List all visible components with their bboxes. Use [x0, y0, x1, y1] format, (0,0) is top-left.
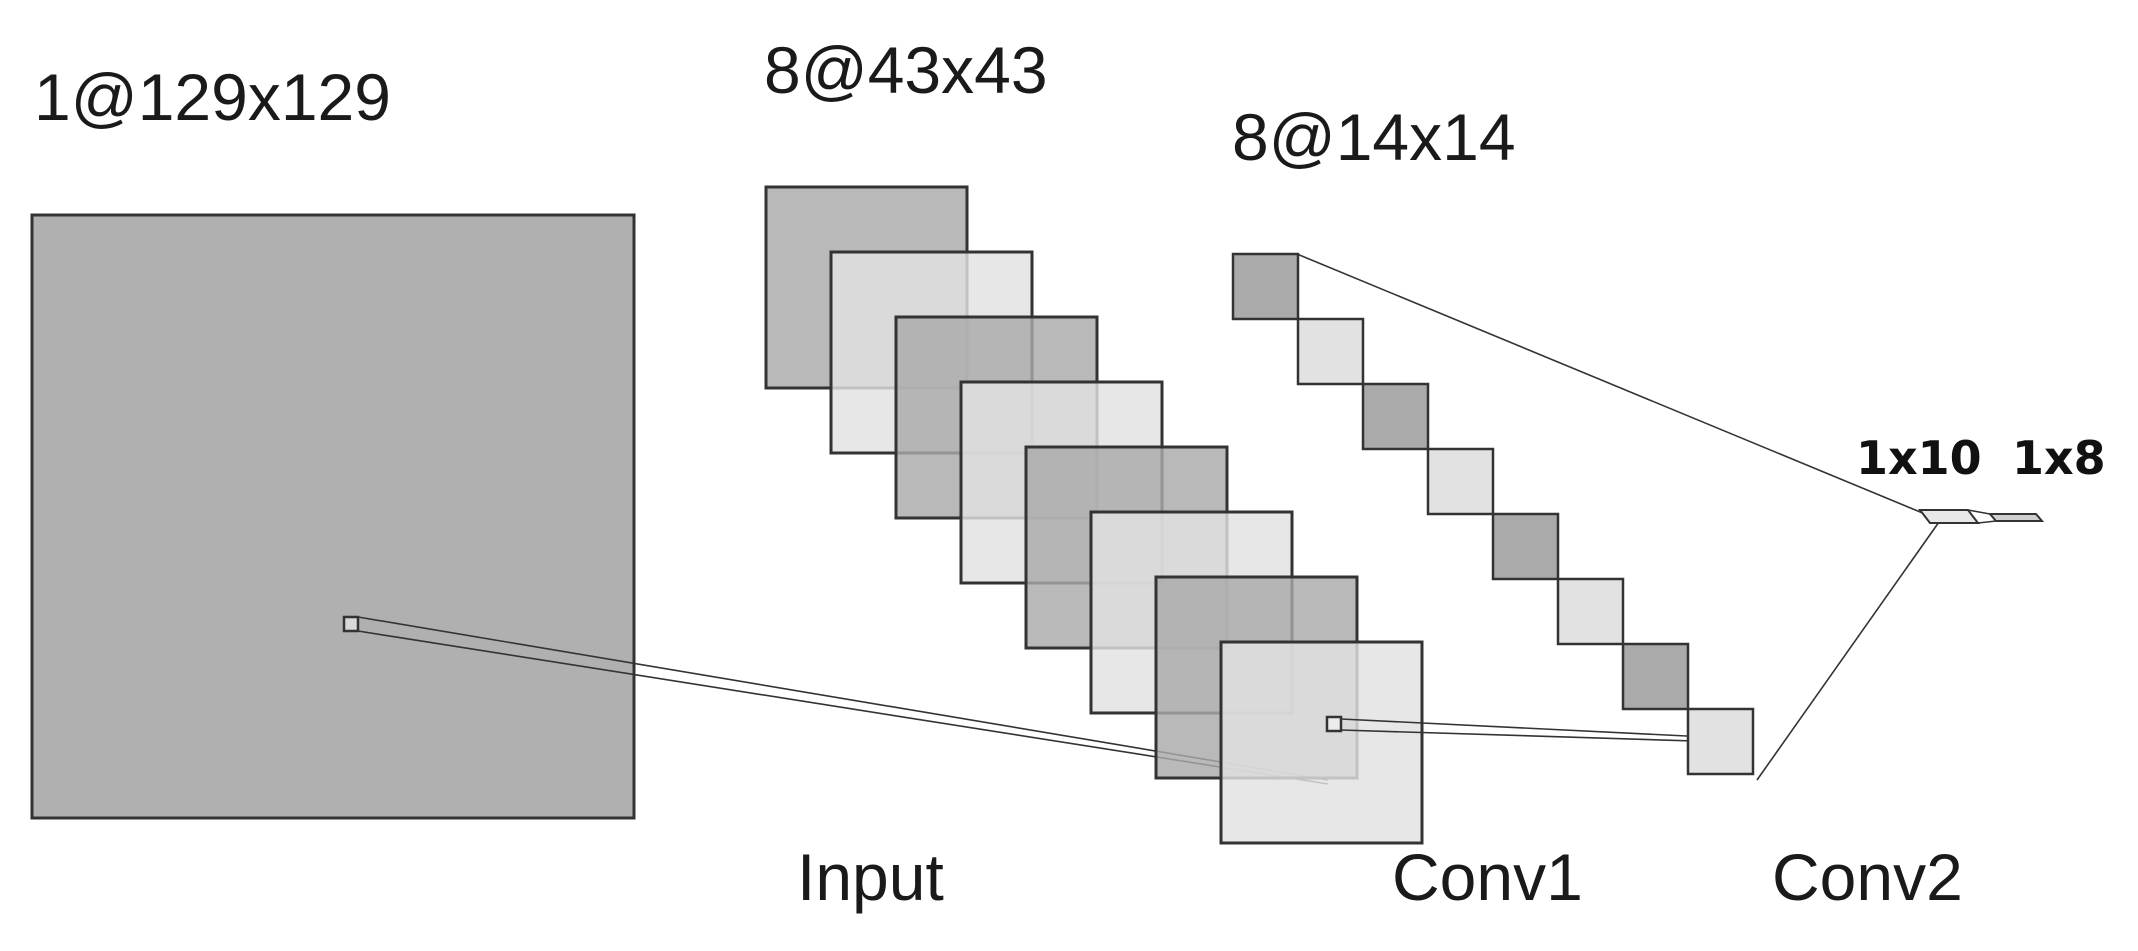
connection-line-lower: [1340, 729, 1728, 743]
fc2-layer: [1987, 513, 2045, 522]
input-receptive-field: [342, 615, 360, 633]
input-layer-name: Input: [797, 840, 944, 914]
fc-connection-bottom: [1756, 521, 1940, 781]
fc1-to-fc2-line-top: [1967, 509, 1991, 515]
conv2-feature-maps: [1231, 252, 1755, 776]
fc1-dims-label: 1x10: [1856, 431, 1982, 485]
conv1-to-conv2-connection: [1325, 715, 1728, 743]
conv2-feature-map-3: [1361, 382, 1430, 451]
conv1-layer-name: Conv1: [1392, 840, 1583, 914]
conv2-feature-map-7: [1621, 642, 1690, 711]
conv1-dims-label: 8@43x43: [764, 33, 1048, 107]
conv2-feature-map-4: [1426, 447, 1495, 516]
input-dims-label: 1@129x129: [34, 60, 391, 134]
conv2-feature-map-8: [1686, 707, 1755, 776]
fc-connection-top: [1296, 253, 1926, 515]
input-feature-map: [30, 213, 636, 820]
fc1-to-fc2-line-bottom: [1977, 520, 1997, 524]
conv1-receptive-field: [1325, 715, 1343, 733]
fc-layers: [1917, 509, 2045, 524]
conv2-feature-map-2: [1296, 317, 1365, 386]
fc2-dims-label: 1x8: [2012, 431, 2106, 485]
conv2-to-fc-connection: [1296, 253, 1940, 781]
connection-line-upper: [1340, 718, 1728, 739]
conv2-feature-map-5: [1491, 512, 1560, 581]
conv2-feature-map-1: [1231, 252, 1300, 321]
conv2-dims-label: 8@14x14: [1232, 100, 1516, 174]
conv1-feature-maps: [764, 185, 1424, 845]
conv1-feature-map-8: [1219, 640, 1424, 845]
input-layer: [30, 213, 636, 820]
conv2-layer-name: Conv2: [1772, 840, 1963, 914]
fc1-layer: [1917, 509, 1981, 524]
conv2-feature-map-6: [1556, 577, 1625, 646]
